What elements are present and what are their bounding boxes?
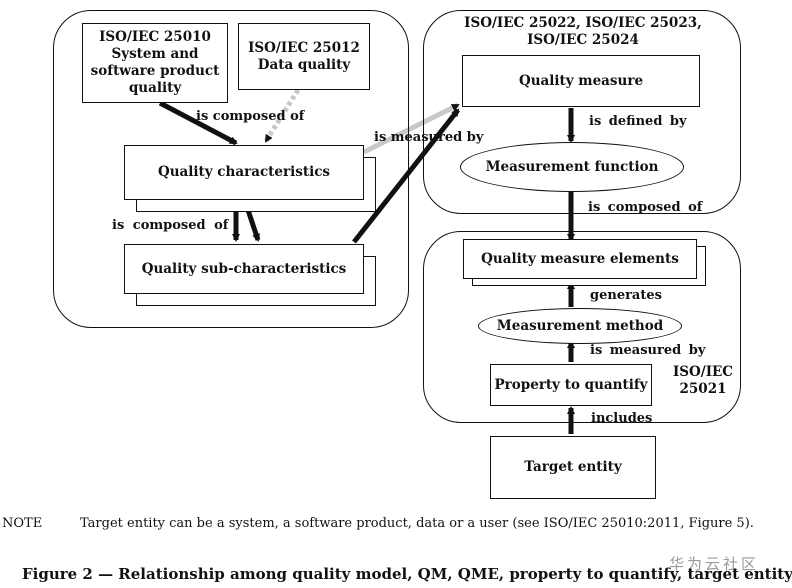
relation-composed-of-left: is composed of [112, 218, 229, 233]
iso-25012-box: ISO/IEC 25012 Data quality [238, 23, 370, 90]
arrow-25010-to-qc [158, 100, 238, 146]
iso-25010-box: ISO/IEC 25010 System and software produc… [82, 23, 228, 103]
quality-measure-elements-box: Quality measure elements [463, 239, 697, 279]
relation-includes: includes [591, 411, 653, 426]
quality-characteristics-box: Quality characteristics [124, 145, 364, 200]
relation-measured-by-right: is measured by [590, 343, 706, 358]
quality-measure-box: Quality measure [462, 55, 700, 107]
arrow-qsc-to-qm [352, 108, 460, 244]
relation-composed-of-top: is composed of [196, 109, 305, 124]
target-entity-box: Target entity [490, 436, 656, 499]
arrow-25012-to-qc [263, 88, 301, 143]
iso-25022-25023-25024-label: ISO/IEC 25022, ISO/IEC 25023, ISO/IEC 25… [464, 15, 702, 48]
quality-sub-characteristics-box: Quality sub-characteristics [124, 244, 364, 294]
note-label: NOTE [2, 516, 43, 531]
property-to-quantify-box: Property to quantify [490, 364, 652, 406]
measurement-group [423, 231, 741, 423]
relation-generates: generates [590, 288, 662, 303]
arrow-qc-to-qm [362, 102, 460, 155]
figure-caption: Figure 2 — Relationship among quality mo… [22, 565, 792, 583]
note-text: Target entity can be a system, a softwar… [80, 516, 754, 531]
quality-measure-group [423, 10, 741, 214]
measurement-function-ellipse: Measurement function [460, 142, 684, 192]
relation-measured-by-diagonal: is measured by [374, 130, 484, 145]
measurement-method-ellipse: Measurement method [478, 308, 682, 344]
watermark: 华为云社区 [669, 555, 760, 573]
relation-composed-of-right: is composed of [588, 200, 703, 215]
relation-defined-by: is defined by [589, 114, 687, 129]
quality-model-group [53, 10, 409, 328]
iso-25021-label: ISO/IEC 25021 [672, 364, 734, 397]
